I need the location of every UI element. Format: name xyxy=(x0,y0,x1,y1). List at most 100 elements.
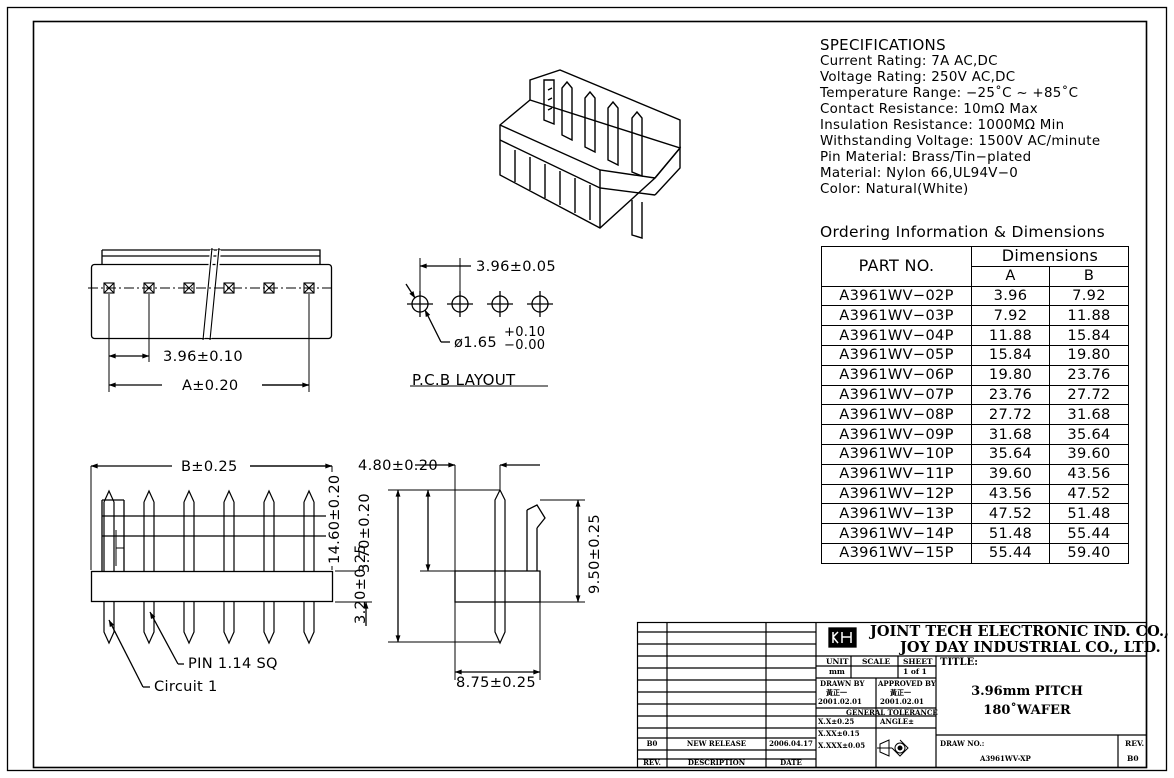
dimension-b-cell: 31.68 xyxy=(1049,404,1129,426)
dimension-a-cell: 47.52 xyxy=(971,503,1050,525)
draw-no-label: DRAW NO.: xyxy=(940,739,985,748)
title-block-grid xyxy=(636,621,1148,769)
scale-label: SCALE xyxy=(862,657,891,666)
tolerance-2: X.XX±0.15 xyxy=(818,729,860,738)
projection-symbol xyxy=(877,739,909,757)
spec-line: Material: Nylon 66,UL94V−0 xyxy=(820,166,1019,181)
dimension-a-cell: 15.84 xyxy=(971,344,1050,366)
depth-dimension: 8.75±0.25 xyxy=(456,674,536,691)
dimension-b-cell: 55.44 xyxy=(1049,523,1129,544)
part-number-cell: A3961WV−12P xyxy=(821,483,972,505)
unit-value: mm xyxy=(829,667,845,676)
circuit-1-label: Circuit 1 xyxy=(154,678,218,695)
dimension-a-cell: 55.44 xyxy=(971,542,1050,564)
angle-label: ANGLE± xyxy=(880,717,914,726)
dimension-b-cell: 51.48 xyxy=(1049,503,1129,525)
tolerance-1: X.X±0.25 xyxy=(818,717,855,726)
spec-line: Temperature Range: −25˚C ~ +85˚C xyxy=(820,86,1079,101)
inner-border xyxy=(32,20,1148,769)
general-tolerance: GENERAL TOLERANCE xyxy=(846,708,938,717)
part-number-cell: A3961WV−14P xyxy=(821,523,972,544)
part-number-cell: A3961WV−06P xyxy=(821,364,972,386)
rev-value: B0 xyxy=(1127,754,1139,763)
spec-line: Withstanding Voltage: 1500V AC/minute xyxy=(820,134,1101,149)
drawing-title-line-1: 3.96mm PITCH xyxy=(971,684,1083,699)
pcb-pitch-dimension: 3.96±0.05 xyxy=(476,258,556,275)
pitch-dimension: 3.96±0.10 xyxy=(161,348,245,365)
date-header: DATE xyxy=(780,758,802,767)
spec-line: Insulation Resistance: 1000MΩ Min xyxy=(820,118,1065,133)
ordering-heading: Ordering Information & Dimensions xyxy=(820,223,1105,241)
top-view xyxy=(88,247,334,392)
part-number-cell: A3961WV−11P xyxy=(821,463,972,485)
dimension-b-cell: 15.84 xyxy=(1049,325,1129,346)
unit-label: UNIT xyxy=(826,657,849,666)
dimension-a-cell: 35.64 xyxy=(971,443,1050,465)
spec-line: Pin Material: Brass/Tin−plated xyxy=(820,150,1032,165)
pin-size-label: PIN 1.14 SQ xyxy=(188,655,278,672)
approved-by-name: 黃正一 xyxy=(890,688,911,697)
draw-no: A3961WV-XP xyxy=(980,754,1031,763)
hole-dimension: ø1.65 xyxy=(454,334,497,351)
dimension-a-cell: 39.60 xyxy=(971,463,1050,485)
dimension-b-cell: 43.56 xyxy=(1049,463,1129,485)
a-dimension: A±0.20 xyxy=(180,377,241,394)
dimension-b-cell: 59.40 xyxy=(1049,542,1129,564)
dimension-b-cell: 19.80 xyxy=(1049,344,1129,366)
dimension-b-cell: 47.52 xyxy=(1049,483,1129,505)
header-a: A xyxy=(971,265,1050,287)
sheet-value: 1 of 1 xyxy=(903,667,927,676)
part-number-cell: A3961WV−15P xyxy=(821,542,972,564)
height-9-50-dimension: 9.50±0.25 xyxy=(586,512,603,596)
dimension-b-cell: 7.92 xyxy=(1049,285,1129,307)
drawn-by-label: DRAWN BY xyxy=(820,679,865,688)
hole-dia: ø1.65 xyxy=(454,334,497,351)
dimension-a-cell: 19.80 xyxy=(971,364,1050,386)
hole-tolerance: +0.10 −0.00 xyxy=(504,326,545,352)
dimension-b-cell: 23.76 xyxy=(1049,364,1129,386)
dimension-a-cell: 23.76 xyxy=(971,384,1050,406)
header-b: B xyxy=(1049,265,1129,287)
hole-tol-plus: +0.10 xyxy=(504,325,546,340)
hole-tol-minus: −0.00 xyxy=(504,338,546,353)
pcb-layout-view xyxy=(405,258,553,387)
drawn-by-name: 黃正一 xyxy=(826,688,847,697)
rev-label: REV. xyxy=(1125,739,1145,748)
drawn-date: 2001.02.01 xyxy=(818,697,862,706)
dimension-a-cell: 11.88 xyxy=(971,325,1050,346)
rev-row-rev: B0 xyxy=(646,739,658,748)
title-label: TITLE: xyxy=(940,657,978,668)
width-dimension: 4.80±0.20 xyxy=(358,457,438,474)
dimension-a-cell: 43.56 xyxy=(971,483,1050,505)
outer-border xyxy=(6,6,1168,772)
isometric-connector-view xyxy=(499,69,682,239)
tolerance-3: X.XXX±0.05 xyxy=(818,741,866,750)
part-number-cell: A3961WV−13P xyxy=(821,503,972,525)
dimension-a-cell: 27.72 xyxy=(971,404,1050,426)
b-dimension: B±0.25 xyxy=(179,458,240,475)
height-14-60-dimension: 14.60±0.20 xyxy=(326,472,343,566)
height-3-20-dimension: 3.20±0.25 xyxy=(352,544,369,624)
dimension-b-cell: 11.88 xyxy=(1049,305,1129,327)
specifications-heading: SPECIFICATIONS xyxy=(820,36,946,54)
drawing-title-line-2: 180˚WAFER xyxy=(983,703,1071,718)
spec-line: Contact Resistance: 10mΩ Max xyxy=(820,102,1038,117)
rev-header: REV. xyxy=(643,758,661,767)
part-number-cell: A3961WV−07P xyxy=(821,384,972,406)
company-name-2: JOY DAY INDUSTRIAL CO., LTD. xyxy=(900,639,1161,656)
pcb-layout-label: P.C.B LAYOUT xyxy=(412,371,516,389)
part-number-cell: A3961WV−02P xyxy=(821,285,972,307)
part-number-cell: A3961WV−10P xyxy=(821,443,972,465)
